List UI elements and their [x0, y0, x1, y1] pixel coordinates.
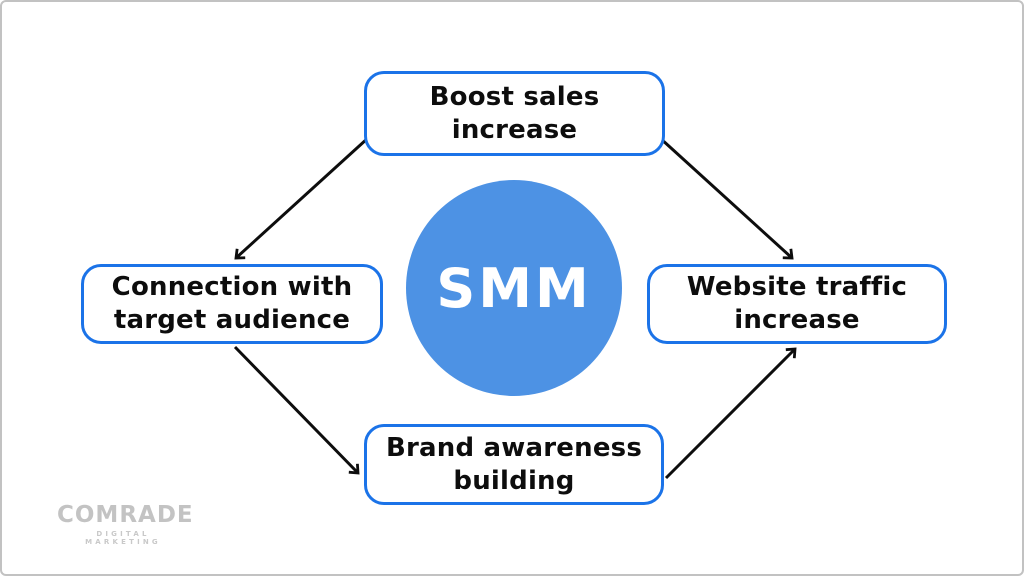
node-website-traffic-line1: Website traffic — [686, 272, 908, 302]
node-connection-audience: Connection with target audience — [81, 264, 383, 344]
node-connection-audience-line2: target audience — [113, 305, 351, 335]
node-boost-sales-line2: increase — [451, 114, 578, 145]
arrow-bottom-to-right — [664, 347, 797, 480]
logo-name: COMRADE — [57, 502, 194, 528]
arrow-top-to-right — [658, 136, 794, 260]
logo-tagline: DIGITAL MARKETING — [85, 530, 161, 546]
arrow-top-to-left — [234, 136, 370, 260]
node-website-traffic: Website traffic increase — [647, 264, 947, 344]
node-boost-sales: Boost sales increase — [364, 71, 665, 156]
node-brand-awareness-line2: building — [453, 465, 575, 496]
center-smm-circle: SMM — [406, 180, 622, 396]
node-brand-awareness-line1: Brand awareness — [385, 432, 643, 463]
node-website-traffic-line2: increase — [734, 305, 860, 335]
arrow-left-to-bottom — [233, 345, 360, 475]
comrade-logo: COMRADE DIGITAL MARKETING — [57, 502, 194, 546]
node-connection-audience-line1: Connection with — [111, 272, 353, 302]
node-boost-sales-line1: Boost sales — [429, 81, 600, 112]
node-brand-awareness: Brand awareness building — [364, 424, 664, 505]
center-smm-label: SMM — [436, 256, 592, 320]
